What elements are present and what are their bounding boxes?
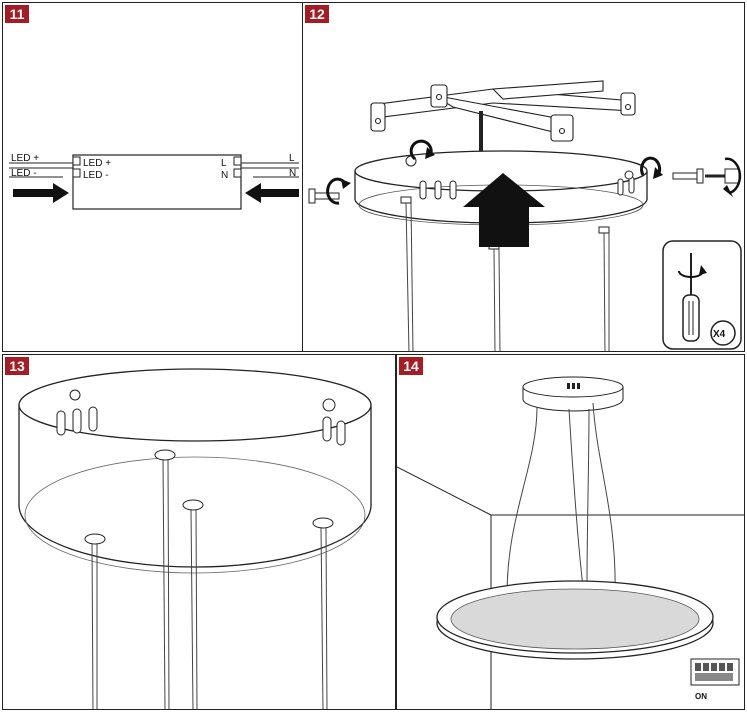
rotate-arrow-icon [409, 139, 433, 161]
screwdriver-count-box: X4 [662, 240, 742, 350]
left-wire-led-plus: LED + [11, 153, 39, 164]
step-13-diagram [18, 368, 372, 709]
driver-label-l: L [221, 158, 227, 169]
wall-switch: ON [690, 658, 740, 701]
step-13-badge: 13 [5, 357, 29, 375]
step-14-badge: 14 [399, 357, 423, 375]
screwdriver-icon [705, 168, 740, 184]
left-wire-led-minus: LED - [11, 168, 37, 179]
led-pendant-panel [436, 580, 714, 660]
step-11-diagram: LED + LED - LED + LED - L N L N [9, 153, 299, 210]
rotate-arrow-icon [326, 177, 347, 205]
ceiling-canopy [522, 376, 624, 412]
rotate-arrow-icon [724, 157, 742, 195]
ceiling-canopy-detail [18, 368, 372, 574]
right-wire-n: N [289, 168, 296, 179]
rotate-arrow-icon [640, 156, 662, 176]
step-12-diagram: X4 [308, 80, 742, 351]
mounting-bracket [369, 80, 636, 142]
right-wire-l: L [289, 153, 295, 164]
arrow-up-icon [463, 173, 545, 247]
driver-label-led-minus: LED - [83, 170, 109, 181]
step-11-panel: 11 LED + LED - LED + LED - L N L N [2, 2, 304, 352]
step-12-badge: 12 [305, 5, 329, 23]
step-12-panel: 12 [302, 2, 745, 352]
switch-on-label: ON [695, 692, 707, 701]
step-14-panel: 14 [396, 354, 745, 710]
arrow-right-icon [13, 183, 69, 203]
right-screw [672, 168, 704, 184]
left-screw [308, 188, 340, 204]
screw-count-label: X4 [713, 329, 726, 340]
step-14-diagram: ON [397, 376, 744, 709]
step-11-badge: 11 [5, 5, 29, 23]
driver-label-n: N [221, 170, 228, 181]
step-13-panel: 13 [2, 354, 396, 710]
led-driver-box [72, 154, 242, 210]
arrow-left-icon [245, 183, 299, 203]
driver-label-led-plus: LED + [83, 158, 111, 169]
